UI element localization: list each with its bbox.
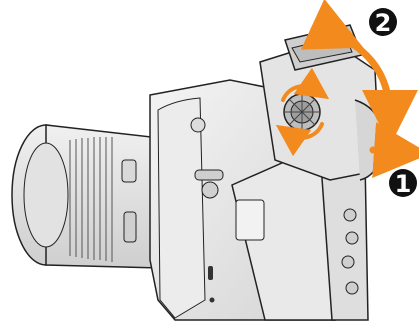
callout-badge-2: 2 — [369, 8, 397, 37]
lens — [12, 125, 160, 268]
release-button — [202, 182, 218, 198]
callout-badge-1: 1 — [389, 169, 417, 198]
strap-lug — [210, 298, 215, 303]
side-button-3 — [342, 256, 354, 268]
pull-arrow — [373, 150, 402, 152]
svg-text:1: 1 — [395, 170, 412, 198]
self-timer-lamp — [191, 118, 205, 132]
svg-text:2: 2 — [375, 9, 392, 37]
lens-switch-2 — [124, 212, 136, 242]
side-button-4 — [346, 282, 358, 294]
side-door — [236, 200, 264, 240]
front-dial — [195, 170, 223, 180]
side-button-2 — [346, 232, 358, 244]
side-button — [344, 209, 356, 221]
viewfinder-dial-icon — [284, 94, 320, 130]
body-slot — [208, 266, 213, 280]
lens-switch — [122, 160, 136, 182]
